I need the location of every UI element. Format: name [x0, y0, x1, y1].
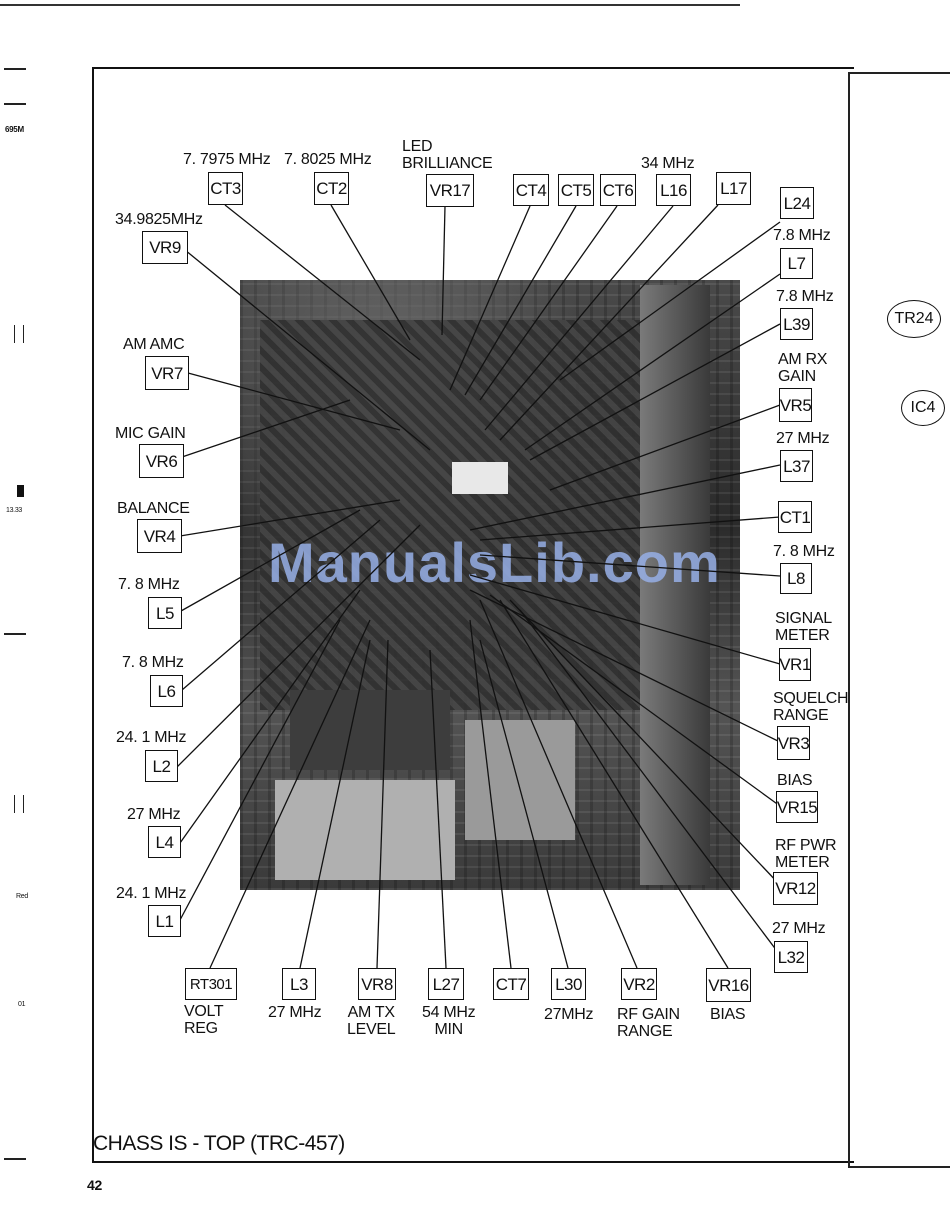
vr4-callout: VR4: [137, 519, 182, 553]
l1-label: 24. 1 MHz: [116, 885, 187, 902]
vr12-callout: VR12: [773, 872, 818, 905]
l30-label: 27MHz: [544, 1006, 594, 1023]
l17-callout: L17: [716, 172, 751, 205]
margin-mark-3: 01: [18, 1001, 26, 1008]
vr8-label: AM TX LEVEL: [347, 1004, 396, 1038]
l37-label: 27 MHz: [776, 430, 830, 447]
circuit-board: [260, 320, 640, 710]
l8-label: 7. 8 MHz: [773, 543, 835, 560]
margin-tick: [4, 68, 26, 70]
vr1-label: SIGNAL METER: [775, 610, 832, 644]
vr5-callout: VR5: [779, 388, 812, 422]
ct3-label: 7. 7975 MHz: [183, 151, 271, 168]
vr2-label: RF GAIN RANGE: [617, 1006, 680, 1040]
vr6-callout: VR6: [139, 444, 184, 478]
vr9-callout: VR9: [142, 231, 188, 264]
l27-callout: L27: [428, 968, 464, 1000]
vr3-label: SQUELCH RANGE: [773, 690, 849, 724]
vr3-callout: VR3: [777, 726, 810, 760]
vr15-label: BIAS: [777, 772, 813, 789]
margin-mark-1: 13.33: [6, 507, 23, 514]
heatsink-area: [290, 690, 450, 770]
l27-label: 54 MHz MIN: [422, 1004, 476, 1038]
vr4-label: BALANCE: [117, 500, 190, 517]
margin-tick: [4, 1158, 26, 1160]
l16-label: 34 MHz: [641, 155, 695, 172]
l16-callout: L16: [656, 174, 691, 206]
l6-callout: L6: [150, 675, 183, 707]
lower-plate: [275, 780, 455, 880]
margin-tick: [4, 103, 26, 105]
vr2-callout: VR2: [621, 968, 657, 1000]
display-window: [452, 462, 508, 494]
l7-callout: L7: [780, 248, 813, 279]
margin-mark-2: Red: [16, 893, 28, 900]
adjacent-page-frame: [848, 72, 950, 1168]
l37-callout: L37: [780, 450, 813, 482]
l4-callout: L4: [148, 826, 181, 858]
vr17-callout: VR17: [426, 174, 474, 207]
vr12-label: RF PWR METER: [775, 837, 837, 871]
l32-label: 27 MHz: [772, 920, 826, 937]
ct7-callout: CT7: [493, 968, 529, 1000]
l3-label: 27 MHz: [268, 1004, 322, 1021]
diagram-frame: [92, 67, 854, 1163]
vr8-callout: VR8: [358, 968, 396, 1000]
l5-callout: L5: [148, 597, 182, 629]
l39-callout: L39: [780, 308, 813, 340]
watermark: ManualsLib.com: [268, 531, 721, 594]
l4-label: 27 MHz: [127, 806, 181, 823]
vr6-label: MIC GAIN: [115, 425, 186, 442]
figure-caption: CHASS IS - TOP (TRC-457): [93, 1132, 345, 1155]
vr7-label: AM AMC: [123, 336, 185, 353]
vr16-label: BIAS: [710, 1006, 746, 1023]
ct5-callout: CT5: [558, 174, 594, 206]
ic4-callout: IC4: [901, 390, 945, 426]
ct2-callout: CT2: [314, 172, 349, 205]
l30-callout: L30: [551, 968, 586, 1000]
l6-label: 7. 8 MHz: [122, 654, 184, 671]
l5-label: 7. 8 MHz: [118, 576, 180, 593]
l32-callout: L32: [774, 941, 808, 973]
ct3-callout: CT3: [208, 172, 243, 205]
vr15-callout: VR15: [776, 791, 818, 823]
rt301-label: VOLT REG: [184, 1003, 224, 1037]
ct2-label: 7. 8025 MHz: [284, 151, 372, 168]
vr16-callout: VR16: [706, 968, 751, 1002]
vr5-label: AM RX GAIN: [778, 351, 828, 385]
l3-callout: L3: [282, 968, 316, 1000]
ct4-callout: CT4: [513, 174, 549, 206]
l7-label: 7.8 MHz: [773, 227, 831, 244]
l2-callout: L2: [145, 750, 178, 782]
vr1-callout: VR1: [779, 648, 811, 681]
margin-block: [17, 485, 24, 497]
l39-label: 7.8 MHz: [776, 288, 834, 305]
top-rule: [0, 4, 740, 6]
tr24-callout: TR24: [887, 300, 941, 338]
margin-mark-0: 695M: [5, 125, 24, 134]
vr7-callout: VR7: [145, 356, 189, 390]
margin-tick: [14, 795, 24, 813]
vr17-label: LED BRILLIANCE: [402, 138, 493, 172]
ct1-callout: CT1: [778, 501, 812, 533]
l8-callout: L8: [780, 563, 812, 594]
page-number: 42: [87, 1177, 102, 1193]
rt301-callout: RT301: [185, 968, 237, 1000]
l1-callout: L1: [148, 905, 181, 937]
margin-tick: [4, 633, 26, 635]
margin-tick: [14, 325, 24, 343]
ct6-callout: CT6: [600, 174, 636, 206]
l2-label: 24. 1 MHz: [116, 729, 187, 746]
l24-callout: L24: [780, 187, 814, 219]
vr9-label: 34.9825MHz: [115, 211, 203, 228]
